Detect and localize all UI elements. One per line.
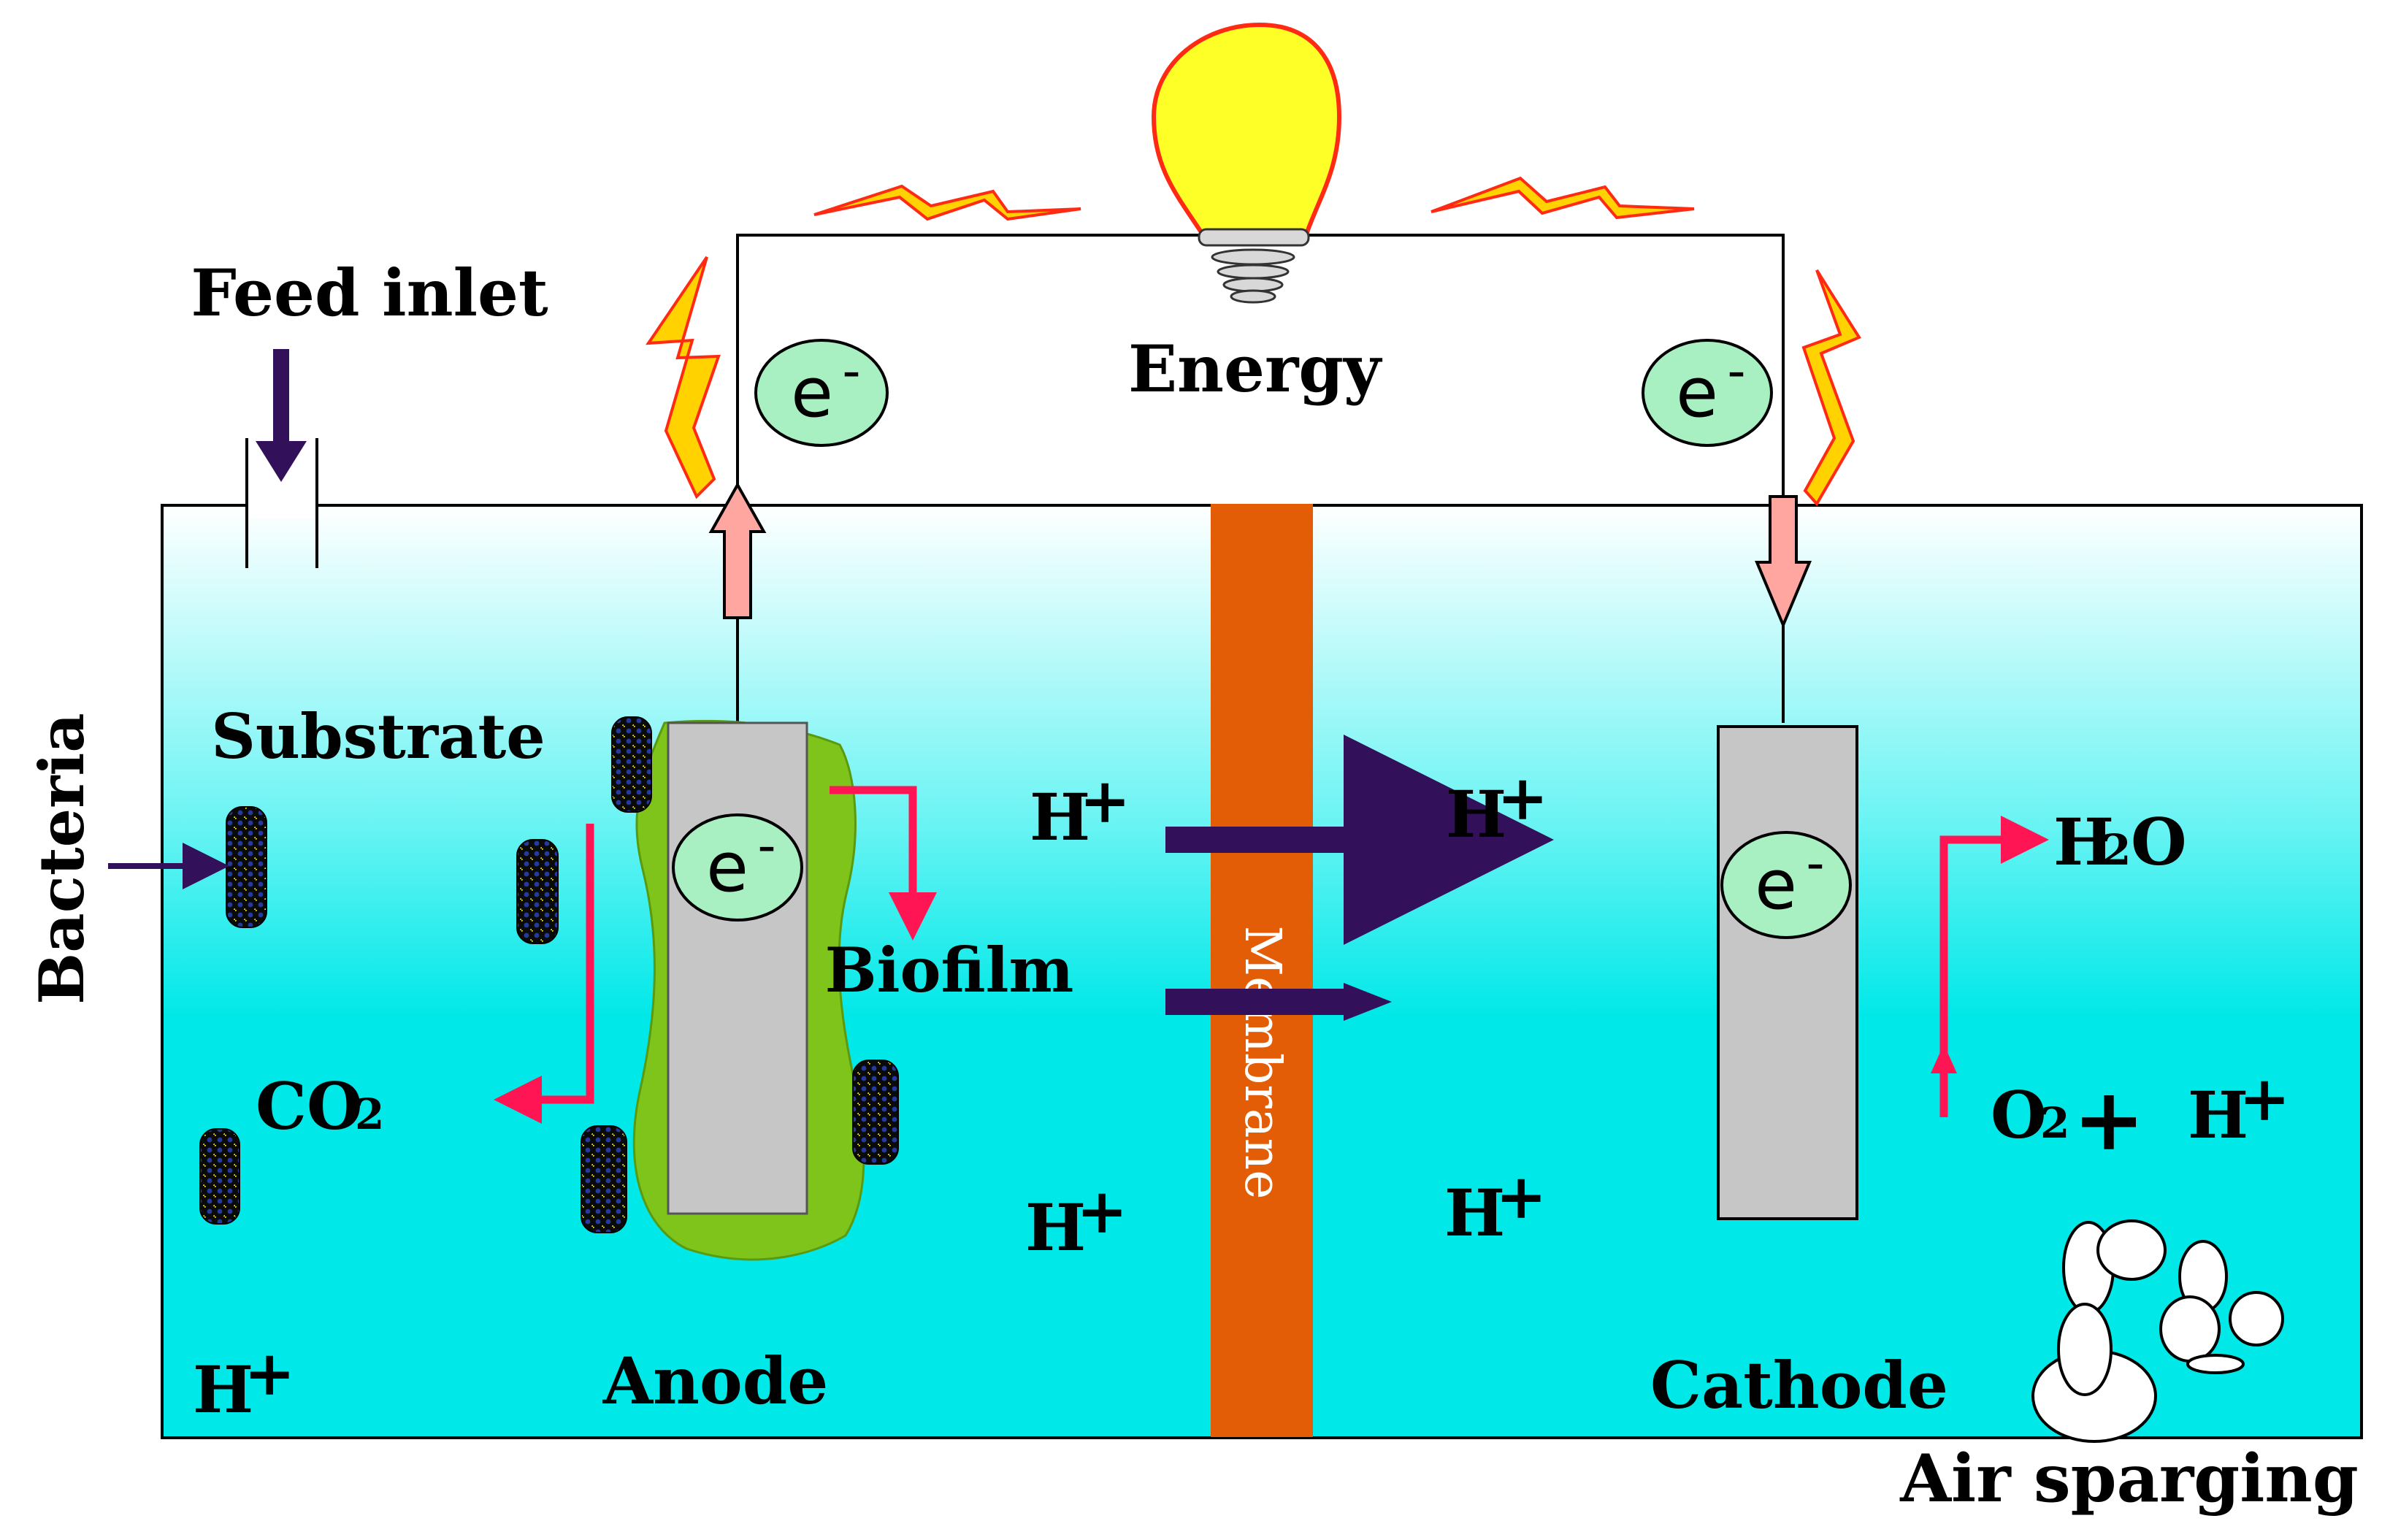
co2-label: CO 2 — [256, 1068, 384, 1144]
svg-text:e: e — [706, 828, 748, 908]
anode-electrode — [667, 721, 808, 1215]
spark-icon — [646, 256, 721, 499]
svg-text:H: H — [1025, 1190, 1086, 1265]
svg-text:+: + — [1076, 1175, 1127, 1247]
feed-inlet-arrow — [256, 349, 307, 482]
biofilm-label: Biofilm — [825, 934, 1074, 1006]
air-sparging-label: Air sparging — [1899, 1440, 2359, 1517]
svg-text:+: + — [2239, 1062, 2290, 1135]
substrate-to-co2-arrow — [494, 824, 594, 1124]
electron-icon: e - — [1720, 831, 1852, 939]
svg-text:H: H — [1030, 779, 1090, 855]
svg-text:H: H — [193, 1352, 253, 1428]
electron-icon: e - — [754, 339, 889, 447]
svg-text:-: - — [1727, 341, 1745, 401]
svg-text:O: O — [2131, 804, 2187, 880]
svg-text:+: + — [1079, 765, 1130, 837]
bacteria-cell-icon — [581, 1125, 627, 1233]
proton-label: H + — [1030, 765, 1130, 855]
spark-icon — [1801, 269, 1861, 507]
light-bulb-icon — [1151, 22, 1342, 304]
spark-icon — [1430, 176, 1695, 220]
proton-transfer-arrow-head — [1344, 821, 1392, 859]
svg-text:-: - — [842, 341, 860, 401]
air-bubble-icon — [2031, 1219, 2284, 1443]
water-formation-arrow — [1939, 816, 2049, 1117]
energy-label: Energy — [1128, 331, 1383, 407]
bacteria-label: Bacteria — [26, 713, 98, 1004]
svg-text:e: e — [1755, 846, 1797, 925]
oxygen-reduction-arrow-head — [1931, 1044, 1957, 1073]
svg-text:+: + — [1497, 762, 1548, 834]
proton-label: H + — [1446, 762, 1548, 852]
substrate-label: Substrate — [211, 700, 545, 773]
cathode-electron-down-arrow — [1754, 495, 1812, 629]
proton-label: H + — [1444, 1160, 1547, 1251]
svg-text:-: - — [757, 816, 775, 876]
svg-text:H: H — [2053, 804, 2114, 880]
svg-text:e: e — [1676, 353, 1718, 433]
svg-text:+: + — [1495, 1160, 1547, 1233]
water-label: H 2 O — [2053, 804, 2187, 880]
bacteria-cell-icon — [852, 1060, 899, 1165]
feed-inlet-label: Feed inlet — [191, 255, 548, 331]
cathode-electrode — [1717, 725, 1858, 1220]
proton-transfer-arrow-head — [1344, 983, 1392, 1021]
proton-label: H + — [1025, 1175, 1127, 1265]
electron-icon: e - — [672, 813, 803, 922]
svg-text:H: H — [1446, 776, 1506, 852]
svg-text:+: + — [244, 1337, 295, 1409]
oxygen-plus-proton-label: O 2 + H + — [1991, 1062, 2290, 1170]
svg-text:+: + — [2073, 1068, 2145, 1170]
svg-text:e: e — [791, 353, 833, 433]
biofilm-arrow — [830, 786, 937, 941]
svg-text:2: 2 — [355, 1089, 384, 1139]
svg-text:-: - — [1806, 833, 1824, 893]
svg-text:2: 2 — [2040, 1098, 2069, 1148]
bacteria-cell-icon — [516, 839, 559, 944]
membrane-label: Membrane — [1233, 926, 1291, 1200]
bacteria-cell-icon — [611, 716, 652, 813]
electron-icon: e - — [1642, 339, 1773, 447]
svg-text:2: 2 — [2102, 825, 2131, 875]
bacteria-cell-icon — [226, 806, 267, 928]
spark-icon — [813, 184, 1081, 221]
anode-label: Anode — [602, 1343, 828, 1419]
svg-text:CO: CO — [256, 1068, 363, 1144]
svg-text:H: H — [2188, 1077, 2248, 1153]
proton-label: H + — [193, 1337, 295, 1428]
cathode-label: Cathode — [1650, 1347, 1948, 1423]
membrane — [1211, 504, 1313, 1437]
bacteria-cell-icon — [199, 1128, 240, 1225]
svg-text:O: O — [1991, 1077, 2047, 1153]
svg-text:H: H — [1444, 1175, 1505, 1251]
